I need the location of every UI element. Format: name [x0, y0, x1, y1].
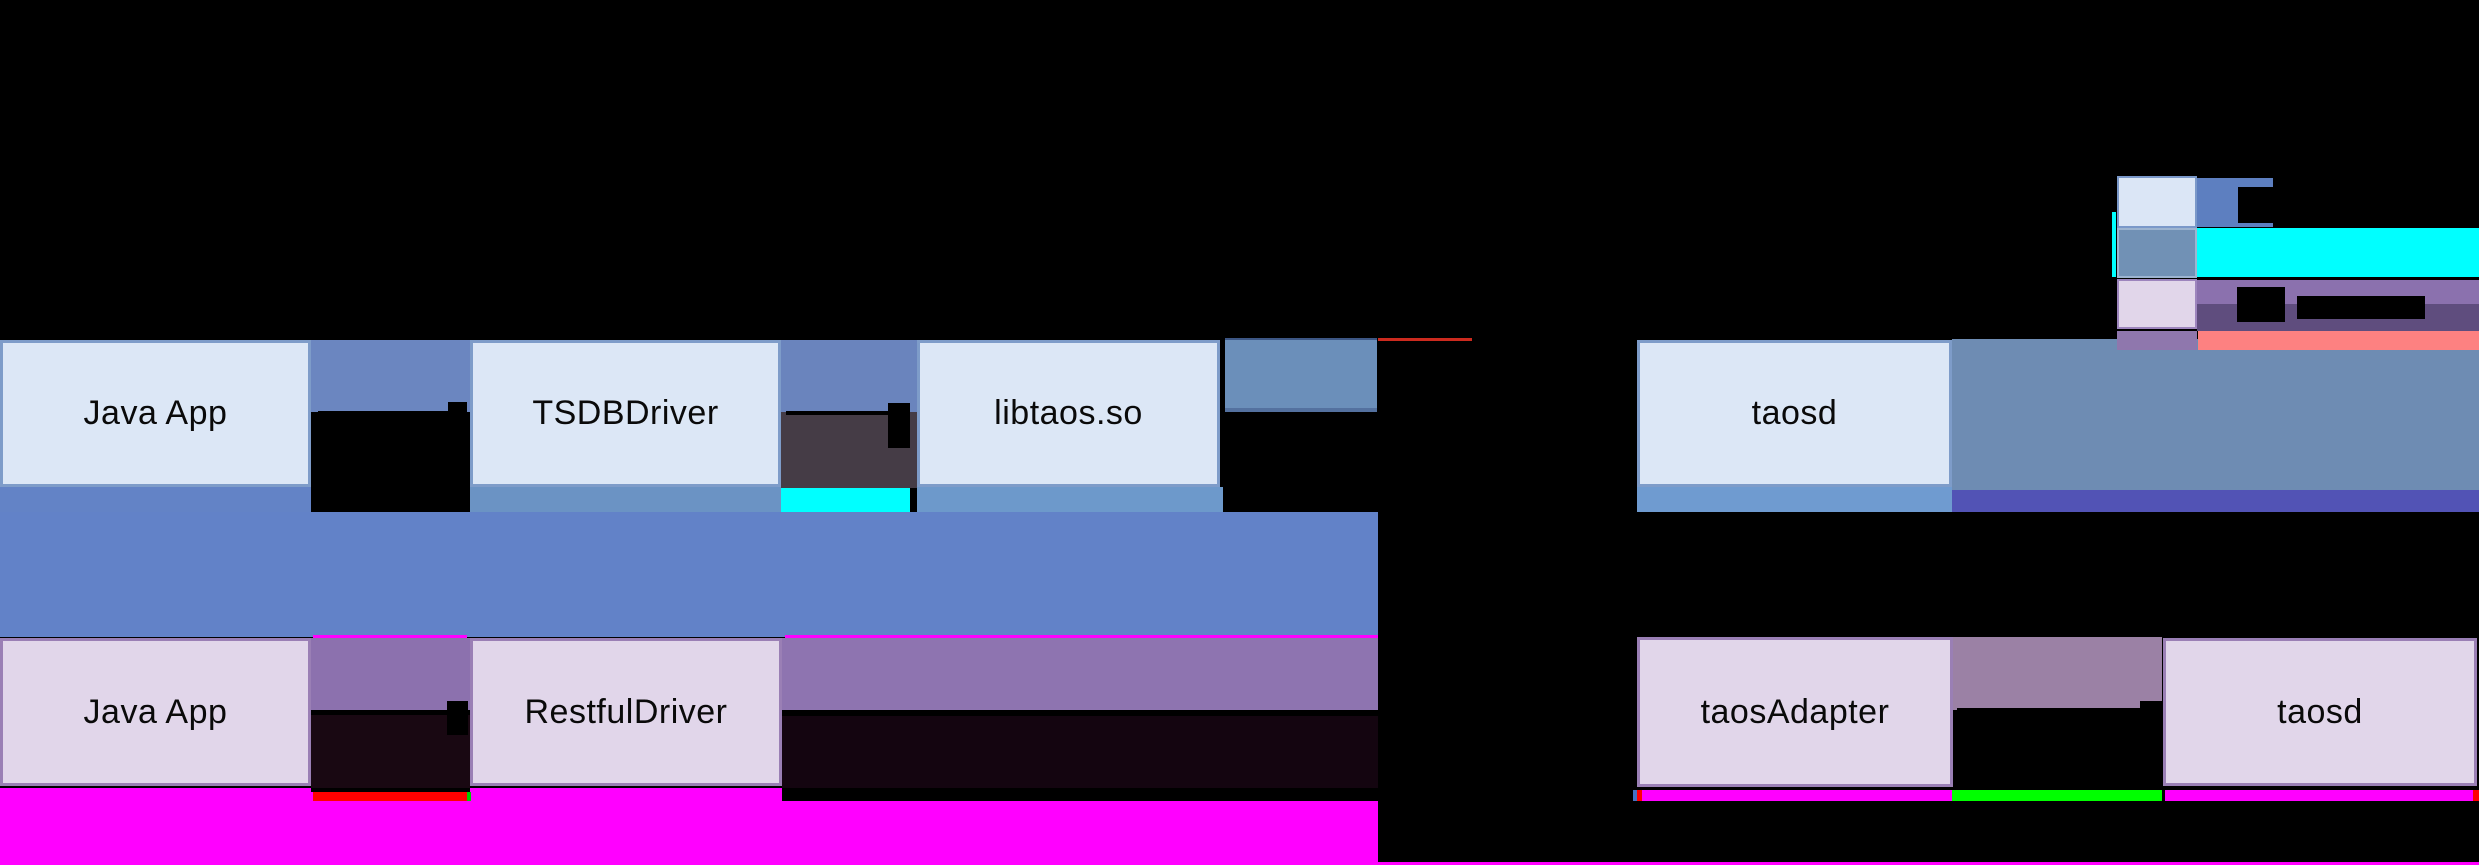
arrow-javaapp-tsdbdriver-head [448, 402, 467, 425]
node-restfuldriver: RestfulDriver [470, 638, 782, 786]
legend-text-remnant-1 [2238, 187, 2273, 223]
node-taosd-rest: taosd [2163, 638, 2477, 786]
bottom-magenta-hairline [1378, 862, 2479, 865]
magenta-line-band [785, 635, 1378, 638]
node-tsdbdriver-label: TSDBDriver [532, 394, 719, 432]
node-taosadapter: taosAdapter [1637, 637, 1953, 787]
arrow-taosadapter-taosd-head [2140, 701, 2163, 737]
node-taosd-rest-label: taosd [2277, 692, 2363, 731]
strip-red-under-gap1 [313, 792, 467, 801]
highlight-cyan-under-connector [781, 488, 910, 512]
arrow-tsdbdriver-libtaos-head [888, 403, 910, 448]
arrow-taosadapter-taosd-shaft [1957, 708, 2140, 713]
node-taosadapter-label: taosAdapter [1700, 692, 1890, 731]
band-restful-network [782, 638, 1378, 710]
legend-swatch-node-blue [2117, 176, 2197, 228]
arrow-javaapp-tsdbdriver-shaft [318, 411, 450, 415]
band-middle [0, 512, 1378, 637]
connector-javaapp-restful [311, 638, 470, 710]
strip-green-under-gap [1952, 790, 2162, 801]
connector-javaapp-tsdbdriver-lower [311, 412, 470, 512]
legend-text-remnant-2 [2237, 287, 2285, 322]
band-indigo-right [1952, 490, 2479, 512]
arrow-tsdbdriver-libtaos-shaft [786, 411, 890, 415]
legend-text-remnant-3 [2297, 296, 2425, 319]
node-libtaos: libtaos.so [917, 340, 1220, 487]
connector-tsdbdriver-libtaos [781, 340, 917, 412]
node-tsdbdriver: TSDBDriver [470, 340, 781, 487]
strip-black-under-gap1 [311, 788, 470, 792]
node-java-app-jni-label: Java App [83, 394, 228, 432]
band-right-of-libtaos [1225, 338, 1377, 412]
strip-red-under-taosadapter-edge [1637, 790, 1642, 801]
arrow-javaapp-restful-head [447, 701, 468, 735]
node-libtaos-label: libtaos.so [994, 394, 1143, 432]
legend-swatch-steel [2117, 228, 2197, 278]
node-taosd-jni: taosd [1637, 340, 1952, 487]
node-taosd-jni-label: taosd [1751, 394, 1838, 432]
magenta-line-gap1 [313, 635, 467, 638]
strip-blue-sliver [1633, 790, 1637, 801]
band-restful-network-lower [782, 716, 1378, 790]
strip-under-javaapp1 [0, 487, 311, 512]
legend-cyan-sliver [2112, 212, 2116, 277]
strip-under-libtaos [917, 487, 1223, 512]
node-java-app-rest: Java App [0, 638, 311, 786]
strip-black-under-band [782, 788, 1378, 801]
legend-swatch-node-purple [2117, 279, 2197, 329]
legend-swatch-medium-purple [2117, 331, 2197, 350]
connector-taosadapter-taosd [1953, 637, 2162, 710]
connector-javaapp-restful-lower [311, 715, 470, 788]
legend-band-salmon [2198, 331, 2479, 350]
arrow-restful-taosadapter-shaft [782, 710, 1378, 716]
node-java-app-rest-label: Java App [83, 692, 228, 731]
arrow-restful-taosadapter-head [1622, 704, 1638, 722]
strip-magenta-under-taosadapter [1642, 790, 1952, 801]
red-line-row1 [1378, 338, 1472, 341]
strip-under-taosd1 [1637, 487, 1952, 512]
band-steel-right [1952, 339, 2479, 490]
strip-magenta-under-taosd2 [2165, 790, 2473, 801]
strip-under-tsdbdriver [470, 487, 781, 512]
node-java-app-jni: Java App [0, 340, 311, 487]
connector-javaapp-tsdbdriver [311, 340, 470, 412]
arrow-javaapp-restful-shaft [316, 710, 449, 715]
arrow-libtaos-taosd-head [1620, 404, 1637, 421]
strip-red-right-edge [2473, 790, 2479, 801]
legend-band-cyan [2197, 228, 2479, 277]
node-restfuldriver-label: RestfulDriver [524, 692, 728, 731]
strip-green-sliver-gap1 [467, 792, 471, 801]
